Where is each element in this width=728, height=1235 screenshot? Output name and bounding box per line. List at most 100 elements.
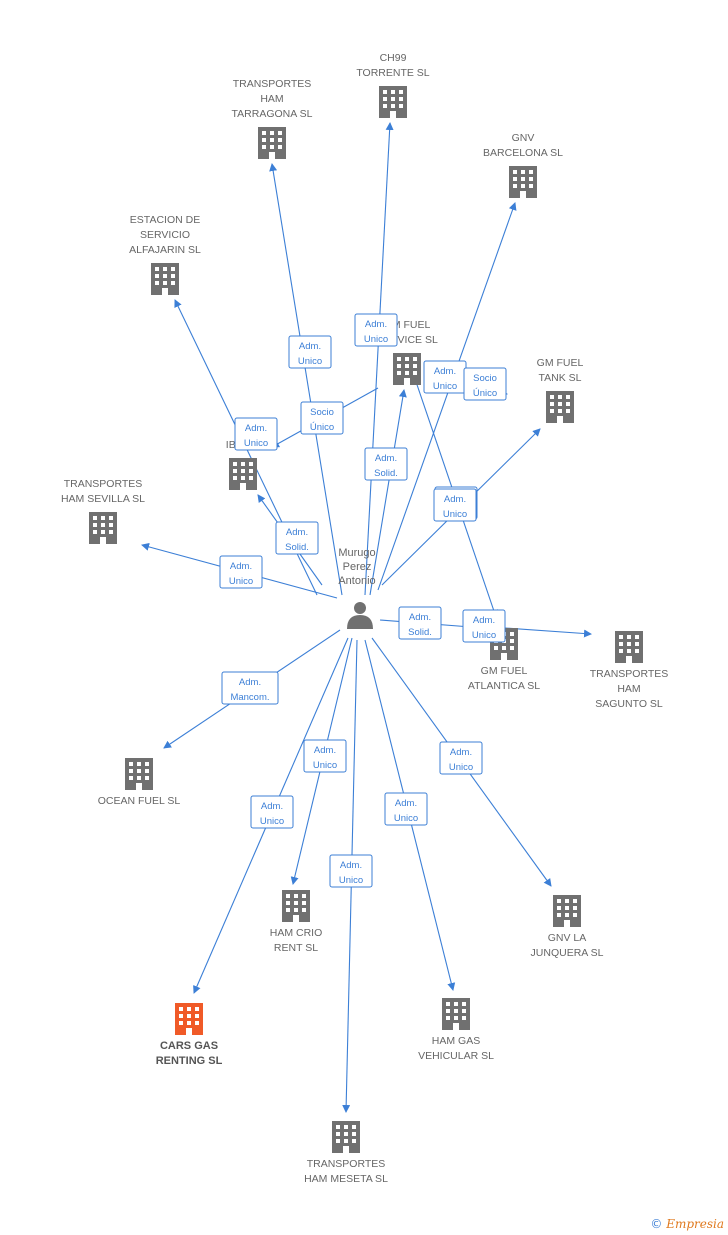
relation-label-text: Socio: [473, 373, 497, 384]
relation-label-box[interactable]: Adm.Unico: [433, 488, 477, 522]
building-icon: [546, 391, 574, 423]
relation-label-border: [398, 606, 442, 640]
building-icon: [282, 890, 310, 922]
brand-logo: Empresia: [666, 1217, 724, 1231]
company-node[interactable]: GNV BARCELONA SL: [483, 132, 563, 198]
person-name: Murugo: [338, 547, 375, 559]
relation-label-text: Adm.: [450, 747, 472, 758]
company-name: GNV: [512, 132, 535, 144]
brand-footer[interactable]: © Empresia: [650, 1217, 724, 1231]
relation-label-box[interactable]: Adm.Unico: [219, 555, 263, 589]
company-name: RENT SL: [274, 942, 318, 954]
company-name: SERVICIO: [140, 229, 190, 241]
relation-label-text: Unico: [229, 576, 253, 587]
relation-label-box[interactable]: Adm.Unico: [439, 741, 483, 775]
relation-label-text: Adm.: [340, 860, 362, 871]
relation-label-box[interactable]: Adm.Unico: [384, 792, 428, 826]
relation-label-box[interactable]: Adm.Unico: [288, 335, 332, 369]
relation-label-text: Adm.: [365, 319, 387, 330]
company-name: HAM MESETA SL: [304, 1173, 388, 1185]
relation-label-box[interactable]: Adm. Unico: [234, 417, 278, 451]
building-icon: [125, 758, 153, 790]
relation-label-box[interactable]: Adm. Unico: [354, 313, 398, 347]
relation-label-box[interactable]: Adm.Solid.: [398, 606, 442, 640]
relation-label-text: Único: [310, 422, 334, 433]
company-name: HAM: [260, 93, 283, 105]
building-icon: [229, 458, 257, 490]
relation-label-box[interactable]: Adm. Unico: [250, 795, 294, 829]
relation-edge[interactable]: [369, 389, 407, 596]
person-name: Antonio: [338, 575, 375, 587]
relation-label-border: [364, 447, 408, 481]
person-icon: [347, 602, 373, 629]
company-node[interactable]: HAM CRIO RENT SL: [270, 890, 323, 954]
company-name: BARCELONA SL: [483, 147, 563, 159]
relation-label-text: Adm.: [314, 745, 336, 756]
relation-edge[interactable]: [269, 163, 343, 596]
relation-edge[interactable]: [377, 202, 517, 591]
relation-label-border: [303, 739, 347, 773]
relation-label-box[interactable]: Adm.Unico: [462, 609, 506, 643]
relation-label-border: [288, 335, 332, 369]
relation-label-box[interactable]: Adm.Solid.: [364, 447, 408, 481]
relation-label-text: Solid.: [408, 627, 432, 638]
relation-label-border: [221, 671, 279, 705]
relation-label-text: Adm.: [375, 453, 397, 464]
relation-label-text: Unico: [244, 438, 268, 449]
relation-label-box[interactable]: Adm.Unico: [423, 360, 467, 394]
person-name: Perez: [343, 561, 372, 573]
relation-label-border: [463, 367, 507, 401]
building-icon: [553, 895, 581, 927]
company-name: OCEAN FUEL SL: [98, 795, 181, 807]
building-icon: [615, 631, 643, 663]
company-name: HAM: [617, 683, 640, 695]
relation-label-text: Adm.: [261, 801, 283, 812]
relation-label-text: Unico: [364, 334, 388, 345]
relation-label-border: [329, 854, 373, 888]
relation-edge[interactable]: [364, 122, 394, 596]
building-icon: [509, 166, 537, 198]
relation-label-text: Unico: [260, 816, 284, 827]
relation-label-border: [219, 555, 263, 589]
relation-label-border: [384, 792, 428, 826]
relation-label-box[interactable]: Adm.Unico: [329, 854, 373, 888]
company-name: CARS GAS: [160, 1040, 218, 1052]
company-name: SAGUNTO SL: [595, 698, 663, 710]
relation-label-border: [433, 488, 477, 522]
building-icon: [151, 263, 179, 295]
company-name: TRANSPORTES: [307, 1158, 386, 1170]
relation-label-text: Adm.: [245, 423, 267, 434]
company-name: CH99: [380, 52, 407, 64]
relation-label-border: [275, 521, 319, 555]
relation-label-box[interactable]: Adm.Solid.: [275, 521, 319, 555]
company-name: VEHICULAR SL: [418, 1050, 494, 1062]
relation-label-text: Único: [473, 388, 497, 399]
relation-label-text: Mancom.: [230, 692, 269, 703]
company-name: HAM GAS: [432, 1035, 480, 1047]
relation-line: [377, 202, 517, 591]
relation-label-box[interactable]: Adm. Unico: [303, 739, 347, 773]
company-name: HAM CRIO: [270, 927, 323, 939]
relation-label-box[interactable]: Adm.Mancom.: [221, 671, 279, 705]
company-name: TORRENTE SL: [356, 67, 429, 79]
company-node[interactable]: TRANSPORTES HAM MESETA SL: [304, 1121, 388, 1185]
relation-label-text: Adm.: [444, 494, 466, 505]
company-node[interactable]: HAM GAS VEHICULAR SL: [418, 998, 494, 1062]
company-name: TANK SL: [539, 372, 582, 384]
relation-label-text: Unico: [313, 760, 337, 771]
company-name: TRANSPORTES: [233, 78, 312, 90]
company-node[interactable]: OCEAN FUEL SL: [98, 758, 181, 807]
